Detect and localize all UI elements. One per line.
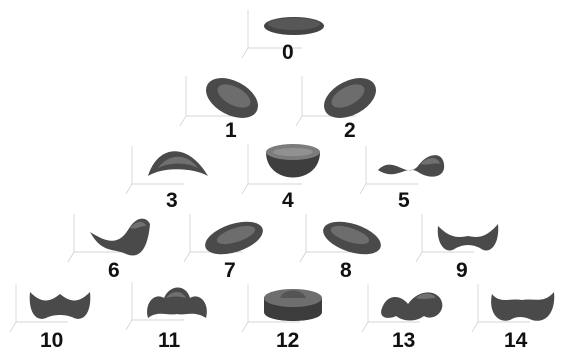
mode-14-label: 14 [504,330,527,351]
mode-1-label: 1 [225,120,237,141]
mode-0-label: 0 [282,42,294,63]
mode-10-label: 10 [40,330,63,351]
mode-13-label: 13 [392,330,415,351]
mode-2-label: 2 [344,120,356,141]
saddle-twist-shape [358,140,462,210]
mode-5-plot [358,140,462,210]
mode-11-label: 11 [158,330,180,351]
mode-12-label: 12 [276,330,299,351]
